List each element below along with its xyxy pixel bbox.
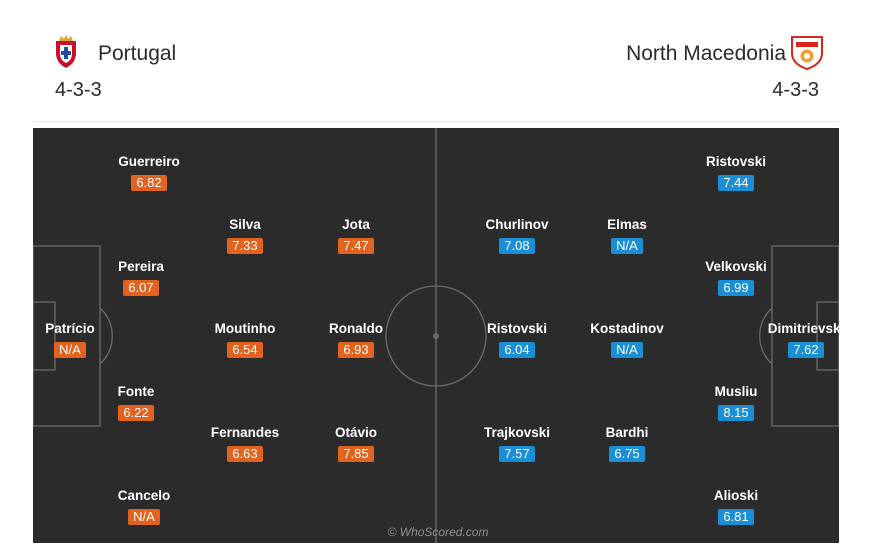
away-player-trajkovski[interactable]: Trajkovski 7.57 bbox=[462, 425, 572, 463]
away-player-churlinov[interactable]: Churlinov 7.08 bbox=[462, 217, 572, 255]
player-name: Silva bbox=[229, 217, 261, 232]
player-name: Musliu bbox=[714, 384, 758, 399]
away-player-alioski[interactable]: Alioski 6.81 bbox=[681, 488, 791, 526]
player-rating: N/A bbox=[611, 342, 643, 358]
player-name: Cancelo bbox=[117, 488, 171, 503]
player-rating: 6.07 bbox=[123, 280, 159, 296]
away-player-dimitrievski[interactable]: Dimitrievski 7.62 bbox=[751, 321, 839, 359]
player-rating: N/A bbox=[611, 238, 643, 254]
home-player-pereira[interactable]: Pereira 6.07 bbox=[86, 259, 196, 297]
player-rating: 7.44 bbox=[718, 175, 754, 191]
away-team-name[interactable]: North Macedonia bbox=[626, 42, 786, 65]
player-name: Jota bbox=[342, 217, 370, 232]
home-player-patricio[interactable]: Patrício N/A bbox=[33, 321, 125, 359]
player-name: Trajkovski bbox=[483, 425, 551, 440]
player-rating: 6.93 bbox=[338, 342, 374, 358]
away-player-elmas[interactable]: Elmas N/A bbox=[572, 217, 682, 255]
away-formation: 4-3-3 bbox=[772, 79, 819, 101]
away-player-velkovski[interactable]: Velkovski 6.99 bbox=[681, 259, 791, 297]
home-formation: 4-3-3 bbox=[55, 79, 102, 101]
player-name: Pereira bbox=[118, 259, 164, 274]
player-name: Ristovski bbox=[705, 154, 767, 169]
pitch-markings bbox=[33, 128, 839, 543]
player-name: Patrício bbox=[45, 321, 95, 336]
home-team-name[interactable]: Portugal bbox=[98, 42, 177, 65]
home-player-guerreiro[interactable]: Guerreiro 6.82 bbox=[94, 154, 204, 192]
whoscored-watermark: © WhoScored.com bbox=[387, 525, 489, 539]
home-player-jota[interactable]: Jota 7.47 bbox=[301, 217, 411, 255]
match-header: Portugal 4-3-3 North Macedonia 4-3-3 bbox=[33, 18, 839, 122]
player-name: Alioski bbox=[713, 488, 759, 503]
home-player-otavio[interactable]: Otávio 7.85 bbox=[301, 425, 411, 463]
player-name: Moutinho bbox=[214, 321, 276, 336]
home-player-silva[interactable]: Silva 7.33 bbox=[190, 217, 300, 255]
player-rating: 6.22 bbox=[118, 405, 154, 421]
player-name: Kostadinov bbox=[590, 321, 664, 336]
away-player-ristovski-cm[interactable]: Ristovski 6.04 bbox=[462, 321, 572, 359]
home-player-fernandes[interactable]: Fernandes 6.63 bbox=[190, 425, 300, 463]
pitch: Guerreiro 6.82 Silva 7.33 Jota 7.47 Pere… bbox=[33, 128, 839, 543]
player-rating: 6.99 bbox=[718, 280, 754, 296]
player-rating: N/A bbox=[128, 509, 160, 525]
player-rating: 7.57 bbox=[499, 446, 535, 462]
player-name: Dimitrievski bbox=[767, 321, 839, 336]
player-name: Churlinov bbox=[485, 217, 549, 232]
player-rating: 6.82 bbox=[131, 175, 167, 191]
player-name: Fonte bbox=[117, 384, 155, 399]
home-player-fonte[interactable]: Fonte 6.22 bbox=[81, 384, 191, 422]
player-name: Ronaldo bbox=[329, 321, 383, 336]
player-name: Otávio bbox=[334, 425, 377, 440]
away-player-ristovski-rb[interactable]: Ristovski 7.44 bbox=[681, 154, 791, 192]
home-player-cancelo[interactable]: Cancelo N/A bbox=[89, 488, 199, 526]
player-rating: 7.33 bbox=[227, 238, 263, 254]
player-name: Ristovski bbox=[486, 321, 548, 336]
player-rating: 6.75 bbox=[609, 446, 645, 462]
player-name: Bardhi bbox=[605, 425, 649, 440]
player-name: Fernandes bbox=[210, 425, 280, 440]
player-rating: 8.15 bbox=[718, 405, 754, 421]
macedonia-crest-icon bbox=[791, 36, 823, 70]
player-rating: 6.04 bbox=[499, 342, 535, 358]
player-name: Elmas bbox=[607, 217, 647, 232]
portugal-crest-icon bbox=[56, 35, 76, 68]
player-rating: N/A bbox=[54, 342, 86, 358]
player-rating: 7.85 bbox=[338, 446, 374, 462]
player-rating: 7.62 bbox=[788, 342, 824, 358]
player-rating: 6.81 bbox=[718, 509, 754, 525]
player-rating: 7.47 bbox=[338, 238, 374, 254]
player-rating: 6.54 bbox=[227, 342, 263, 358]
away-player-kostadinov[interactable]: Kostadinov N/A bbox=[572, 321, 682, 359]
player-rating: 7.08 bbox=[499, 238, 535, 254]
player-rating: 6.63 bbox=[227, 446, 263, 462]
home-player-ronaldo[interactable]: Ronaldo 6.93 bbox=[301, 321, 411, 359]
home-player-moutinho[interactable]: Moutinho 6.54 bbox=[190, 321, 300, 359]
away-player-bardhi[interactable]: Bardhi 6.75 bbox=[572, 425, 682, 463]
player-name: Guerreiro bbox=[118, 154, 180, 169]
away-player-musliu[interactable]: Musliu 8.15 bbox=[681, 384, 791, 422]
player-name: Velkovski bbox=[705, 259, 767, 274]
